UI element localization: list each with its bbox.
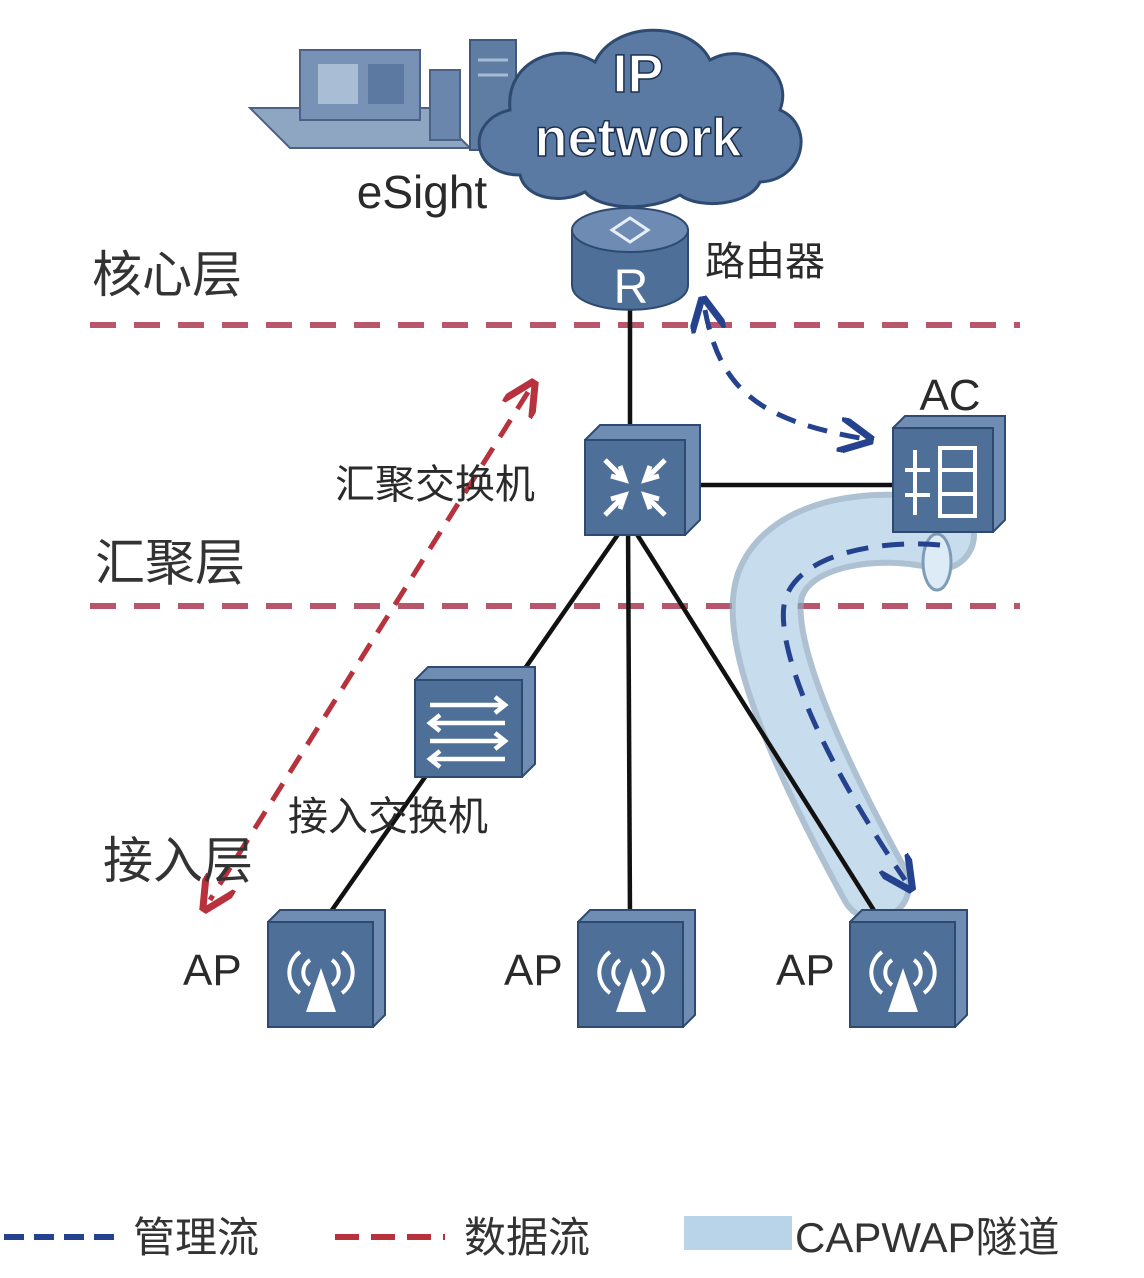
aggregation-switch-label: 汇聚交换机: [335, 463, 535, 507]
access-switch-label: 接入交换机: [288, 795, 488, 839]
management-flow-router-ac: [705, 310, 860, 438]
aggregation-layer-label: 汇聚层: [95, 535, 245, 591]
ap-label-right: AP: [776, 946, 835, 995]
ac-label: AC: [919, 371, 980, 420]
aggregation-switch-icon: [584, 424, 701, 536]
core-layer-label: 核心层: [92, 247, 242, 303]
ap-label-left: AP: [183, 946, 242, 995]
legend-capwap-swatch: [684, 1216, 792, 1250]
legend-data-flow-label: 数据流: [464, 1214, 590, 1261]
access-layer-label: 接入层: [103, 833, 253, 889]
ap-icon-left: [267, 909, 386, 1028]
data-flow: [210, 392, 528, 900]
access-switch-icon: [414, 666, 536, 778]
ap-icon-middle: [577, 909, 696, 1028]
tunnel-mouth: [921, 532, 953, 592]
cloud-label-ip: IP: [612, 44, 663, 104]
ap-icon-right: [849, 909, 968, 1028]
router-label: 路由器: [705, 240, 825, 284]
legend-management-flow-label: 管理流: [133, 1214, 259, 1261]
router-glyph: R: [614, 261, 649, 314]
esight-server: [247, 39, 517, 151]
esight-label: eSight: [357, 166, 488, 218]
legend-capwap-label: CAPWAP隧道: [795, 1214, 1059, 1261]
capwap-tunnel-management-flow: [780, 541, 941, 880]
ap-label-middle: AP: [504, 946, 563, 995]
legend: 管理流 数据流 CAPWAP隧道: [4, 1214, 1059, 1261]
router-icon: [571, 207, 689, 311]
ac-controller-icon: [892, 415, 1006, 533]
ip-network-cloud: [477, 28, 803, 209]
cloud-label-network: network: [534, 108, 742, 168]
